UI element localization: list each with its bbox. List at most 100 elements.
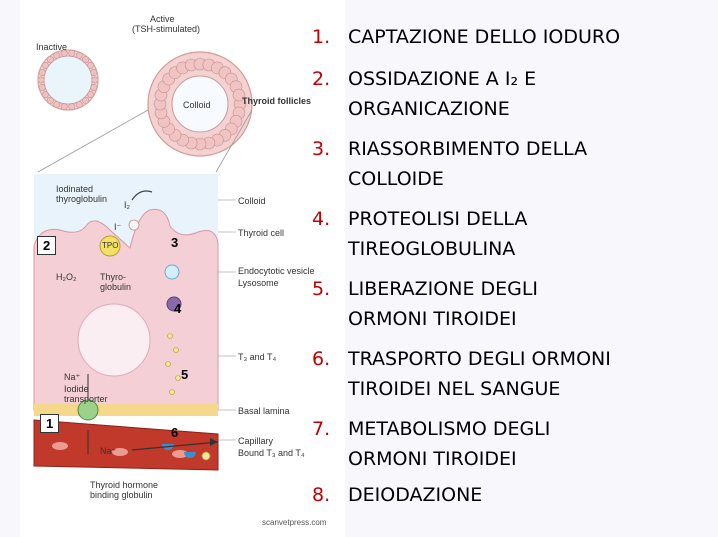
follicle-cell [87, 61, 95, 69]
step-number: 7. [312, 418, 331, 440]
leader-lines [218, 199, 236, 441]
colloid-vesicle [77, 303, 151, 377]
follicle-cell [232, 88, 246, 102]
follicle-cell [68, 103, 76, 111]
label-binding-2: binding globulin [90, 490, 153, 500]
label-thyro: Thyro- [100, 272, 127, 282]
follicle-cell [87, 91, 95, 99]
label-thyroid-cell: Thyroid cell [238, 228, 285, 238]
lysosome [166, 296, 182, 312]
label-lysosome: Lysosome [238, 278, 279, 288]
label-inactive: Inactive [36, 42, 68, 52]
follicle-cell [41, 91, 49, 99]
step-number: 1. [312, 26, 331, 48]
step-item-6: 6. TRASPORTO DEGLI ORMONI TIROIDEI NEL S… [312, 344, 611, 404]
step-text: RIASSORBIMENTO DELLA [348, 138, 588, 160]
label-globulin: globulin [100, 282, 132, 292]
step-marker-3: 3 [171, 235, 179, 250]
follicle-cell [38, 84, 46, 92]
thyroid-figure: Inactive Active (TSH-stimulated) Colloid… [20, 0, 345, 537]
step-text: ORMONI TIROIDEI [348, 448, 517, 470]
label-endocytotic: Endocytotic vesicle [238, 266, 315, 276]
step-number: 6. [312, 348, 331, 370]
follicle-cell [37, 76, 45, 84]
step-number: 3. [312, 138, 331, 160]
step-item-7: 7. METABOLISMO DEGLI ORMONI TIROIDEI [312, 414, 550, 474]
step-marker-6: 6 [171, 425, 179, 440]
label-na-top: Na⁺ [64, 372, 81, 382]
label-iodinated: Iodinated [56, 184, 94, 194]
step-marker-2: 2 [37, 236, 57, 255]
label-h2o2: H₂O₂ [56, 272, 77, 282]
label-iodide: Iodide [64, 384, 89, 394]
label-na-bottom: Na⁺ [100, 446, 117, 456]
follicle-cell [82, 56, 90, 64]
step-number: 8. [312, 484, 331, 506]
thyroid-illustration [33, 49, 253, 471]
label-colloid: Colloid [238, 196, 266, 206]
hormone-dots [165, 333, 181, 395]
follicle-cell [90, 84, 98, 92]
step-item-3: 3. RIASSORBIMENTO DELLA COLLOIDE [312, 134, 587, 194]
step-text: TIROIDEI NEL SANGUE [348, 378, 561, 400]
label-thyroglobulin-top: thyroglobulin [56, 194, 108, 204]
label-transporter: transporter [64, 394, 108, 404]
step-text: ORMONI TIROIDEI [348, 308, 517, 330]
label-bound: Bound T₃ and T₄ [238, 448, 305, 458]
step-number: 5. [312, 278, 331, 300]
zoom-line-left [37, 109, 149, 173]
capillary [33, 419, 219, 471]
label-thyroid-follicles: Thyroid follicles [242, 96, 312, 106]
zoom-line-right [215, 109, 253, 173]
follicle-cell [75, 51, 83, 59]
step-number: 2. [312, 68, 331, 90]
label-active: Active [150, 14, 175, 24]
step-text: PROTEOLISI DELLA [348, 208, 528, 230]
active-follicle [147, 51, 253, 157]
follicle-cell [38, 68, 46, 76]
step-item-1: 1. CAPTAZIONE DELLO IODURO [312, 22, 620, 52]
follicle-cell [46, 56, 54, 64]
tpo-enzyme [99, 235, 121, 257]
step-text: OSSIDAZIONE A I₂ E [348, 68, 537, 90]
follicle-cell [53, 101, 61, 109]
follicle-cell [60, 103, 68, 111]
label-capillary: Capillary [238, 436, 274, 446]
step-marker-5: 5 [181, 367, 189, 382]
step-text: METABOLISMO DEGLI [348, 418, 551, 440]
label-i2: I₂ [124, 200, 130, 210]
label-credit: scanvetpress.com [262, 518, 327, 527]
label-colloid-follicle: Colloid [183, 100, 211, 110]
step-text: TIREOGLOBULINA [348, 238, 516, 260]
label-i-minus: I⁻ [114, 222, 122, 232]
label-tpo: TPO [102, 241, 119, 250]
iodinated-arrow [131, 190, 153, 201]
follicle-cell [60, 49, 68, 57]
endocytotic-vesicle [164, 264, 180, 280]
inactive-follicle [37, 49, 99, 111]
follicle-cell [46, 96, 54, 104]
follicle-cell [90, 68, 98, 76]
step-text: DEIODAZIONE [348, 484, 483, 506]
step-marker-1: 1 [40, 414, 60, 433]
step-item-8: 8. DEIODAZIONE [312, 480, 482, 510]
step-item-4: 4. PROTEOLISI DELLA TIREOGLOBULINA [312, 204, 527, 264]
flow-arrow [131, 441, 219, 451]
basal-lamina [34, 404, 218, 416]
label-t3t4: T₃ and T₄ [238, 352, 277, 362]
step-text: ORGANICAZIONE [348, 98, 510, 120]
follicle-cell [68, 49, 76, 57]
follicle-cell [75, 101, 83, 109]
step-marker-4: 4 [174, 301, 182, 316]
step-text: TRASPORTO DEGLI ORMONI [348, 348, 611, 370]
follicle-cell [53, 51, 61, 59]
follicle-cell [41, 61, 49, 69]
step-item-5: 5. LIBERAZIONE DEGLI ORMONI TIROIDEI [312, 274, 538, 334]
step-item-2: 2. OSSIDAZIONE A I₂ E ORGANICAZIONE [312, 64, 536, 124]
step-text: COLLOIDE [348, 168, 444, 190]
label-tsh: (TSH-stimulated) [132, 24, 201, 34]
label-binding-1: Thyroid hormone [90, 480, 159, 490]
follicle-cell [91, 76, 99, 84]
step-text: LIBERAZIONE DEGLI [348, 278, 539, 300]
